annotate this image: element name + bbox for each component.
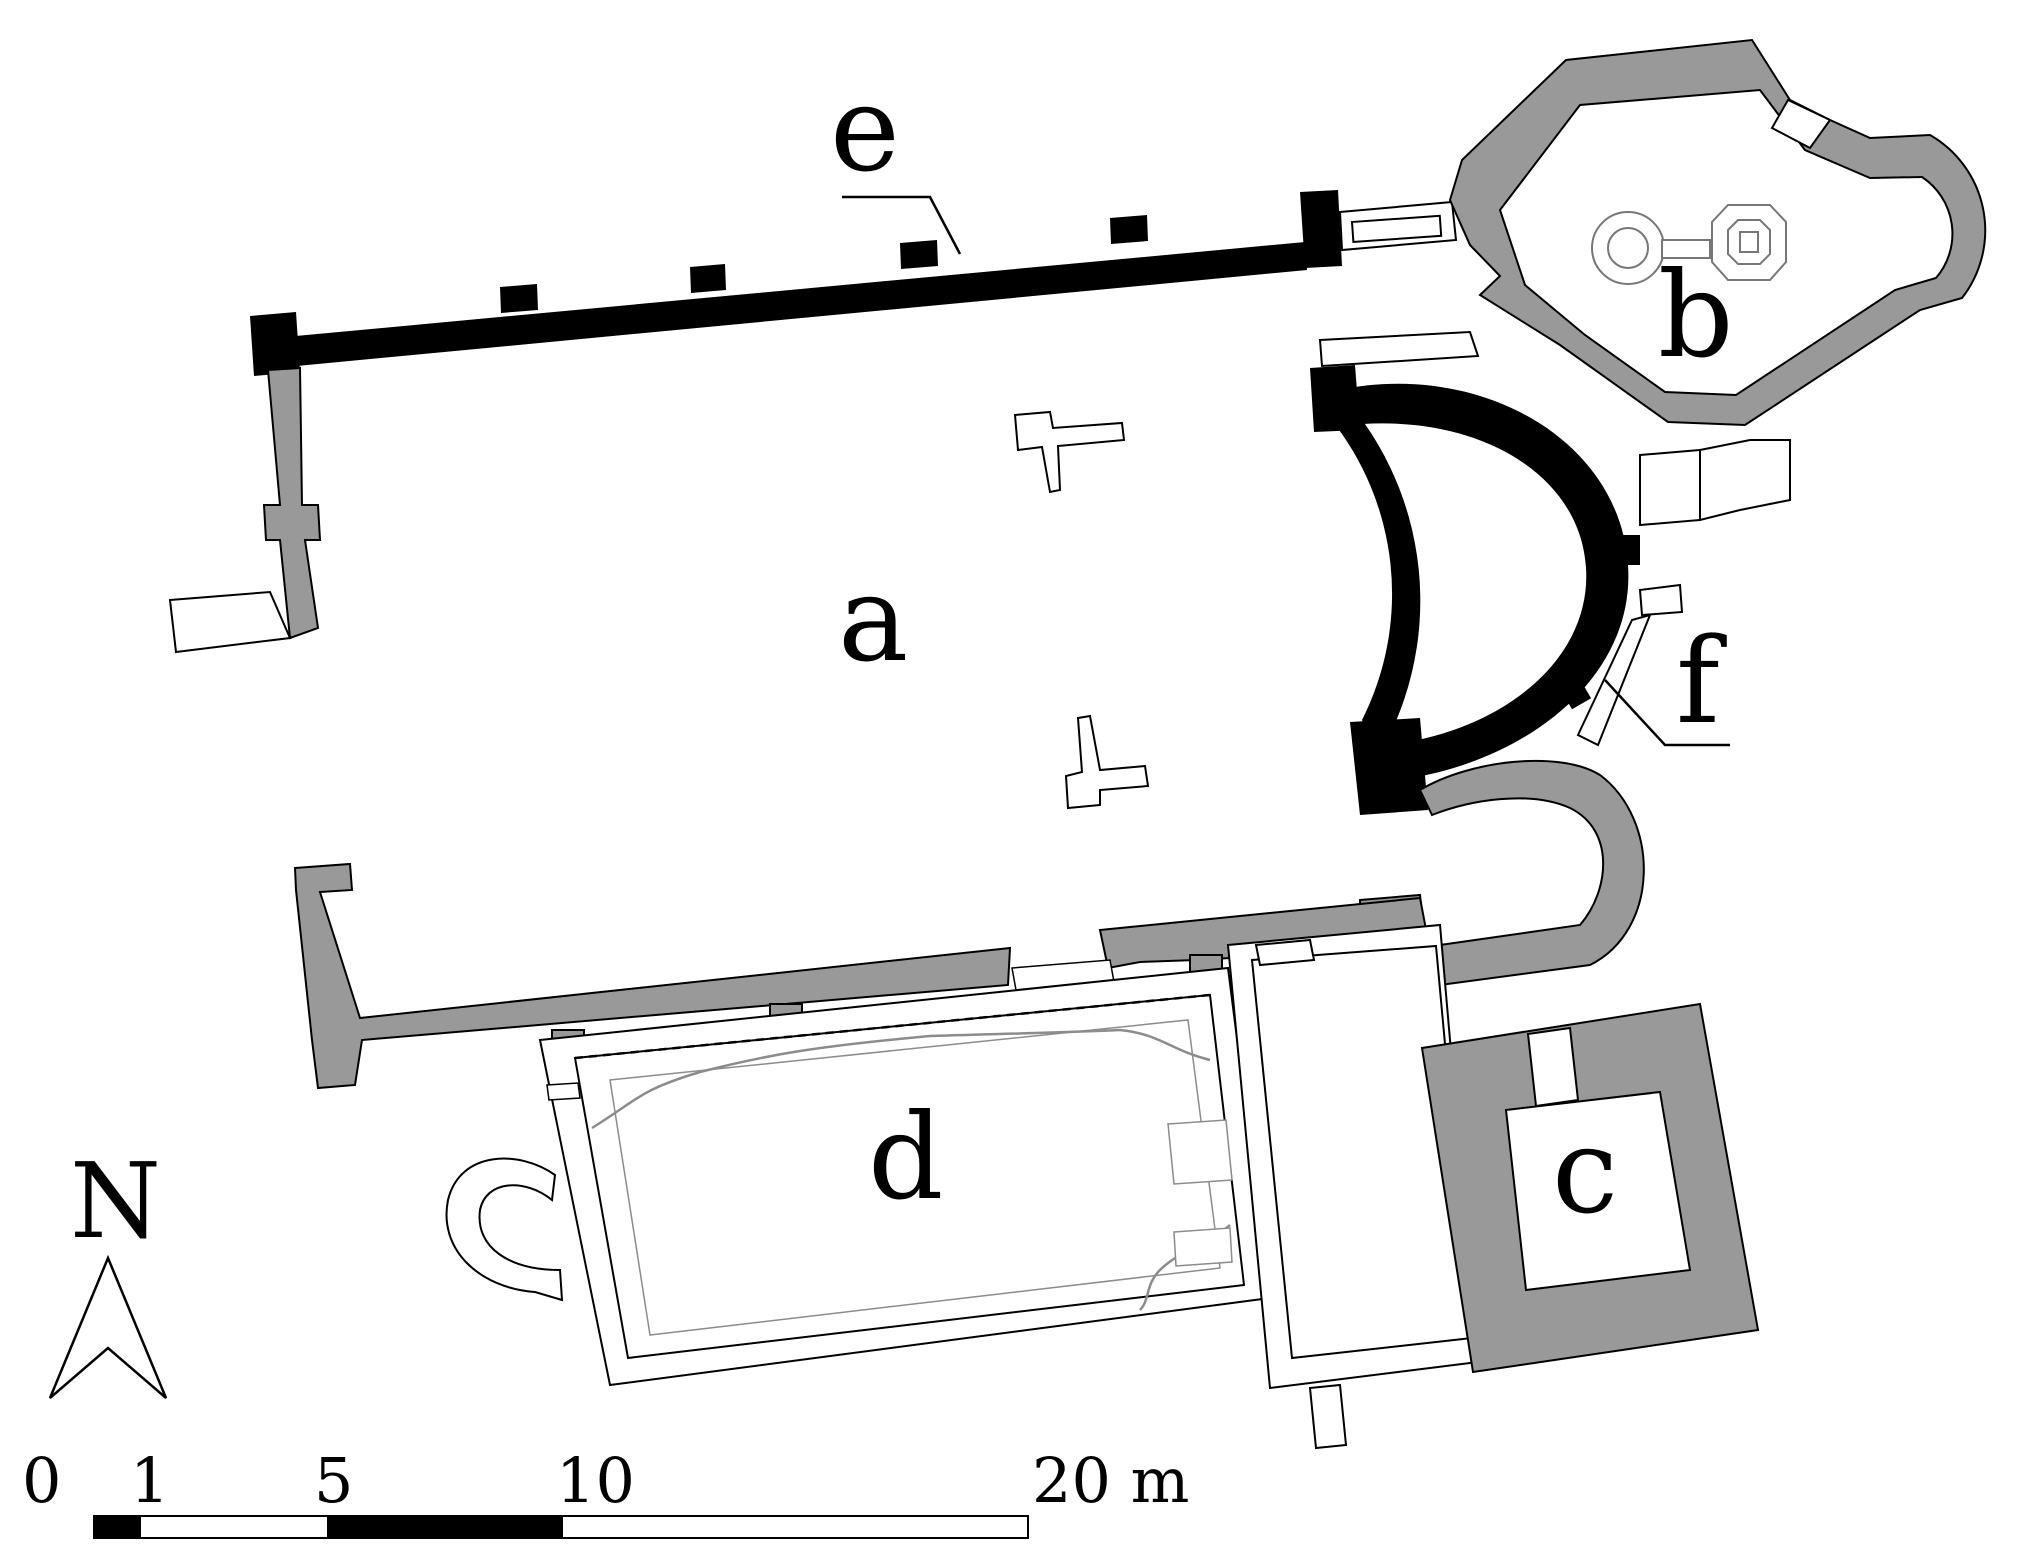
wall-e-buttress-4 [1110,215,1148,244]
wall-e-buttress-2 [690,264,726,293]
label-b: b [1658,246,1734,384]
building-d-inner-faint [609,1019,1221,1336]
nave-piers [1013,410,1150,810]
annex-3 [1638,583,1684,617]
apse-f-wall [1330,382,1421,770]
building-d-round-annex [445,1157,564,1302]
building-d-east-niche-2 [1173,1227,1233,1267]
wall-e [250,190,1342,376]
scale-seg-1-5 [139,1515,329,1539]
tower-c-walls [1420,1002,1760,1374]
annex-4 [1576,613,1652,747]
south-wall-body [293,862,1012,1090]
west-annex-outline [168,590,292,654]
label-c: c [1552,1102,1618,1240]
scale-tick-10: 10 [556,1444,635,1517]
apse-f-buttress-2 [1558,674,1592,710]
building-d-west-niche [546,1082,581,1101]
passage-e-b-inner [1350,214,1443,244]
tower-c-entrance [1526,1026,1580,1108]
building-b-walls [1448,38,1987,427]
wall-e-buttress-1 [500,284,538,313]
scale-bar: 0 1 5 10 20 m [22,1444,1189,1539]
scale-tick-0: 0 [22,1444,61,1517]
building-b-gap [1770,98,1832,150]
passage-e-b [1338,200,1458,252]
scale-tick-5: 5 [314,1444,353,1517]
west-wall-upper [168,366,322,654]
label-a: a [838,550,908,688]
pier-south [1064,714,1150,810]
font-basin-round-inner [1607,227,1649,269]
scale-seg-5-10 [327,1515,563,1539]
pier-north [1013,410,1126,494]
apse-annexes [1576,439,1791,747]
building-d-excavation-line [591,1028,1211,1130]
scale-tick-1: 1 [130,1444,169,1517]
apse-f-end-south [1350,718,1428,815]
apse-f-end-north [1310,365,1360,432]
font-basin-octagon-core [1739,231,1759,253]
tower-c [1420,1002,1760,1374]
building-d [445,966,1272,1387]
north-letter: N [70,1140,161,1262]
wall-e-end-west [250,312,300,376]
east-annex-door [1254,938,1316,967]
north-arrow: N [48,1140,168,1399]
apse-f-buttress [1618,535,1640,565]
south-chapel-walls [1418,759,1645,987]
scale-seg-0-1 [93,1515,141,1539]
apse-f [1310,365,1640,815]
font-connector [1661,239,1711,259]
north-arrow-icon [48,1254,168,1399]
building-b [1448,38,1987,427]
west-wall-upper-body [262,366,322,640]
label-d: d [868,1088,944,1226]
scale-seg-10-20 [561,1515,1029,1539]
label-f: f [1676,612,1727,750]
leader-line-f [1604,679,1730,747]
east-annex [1226,923,1480,1450]
link-b-apse [1318,330,1480,368]
east-annex-stub [1308,1383,1348,1450]
wall-e-end-east [1300,190,1342,268]
annex-2 [1699,439,1791,522]
label-e: e [830,60,900,198]
annex-1 [1639,448,1701,527]
apse-f-arc [1338,383,1629,782]
building-d-east-niche-1 [1167,1119,1233,1185]
wall-e-buttress-3 [900,240,938,269]
leader-line-e [842,195,962,255]
scale-tick-20: 20 m [1032,1444,1189,1517]
wall-e-body [253,242,1307,370]
